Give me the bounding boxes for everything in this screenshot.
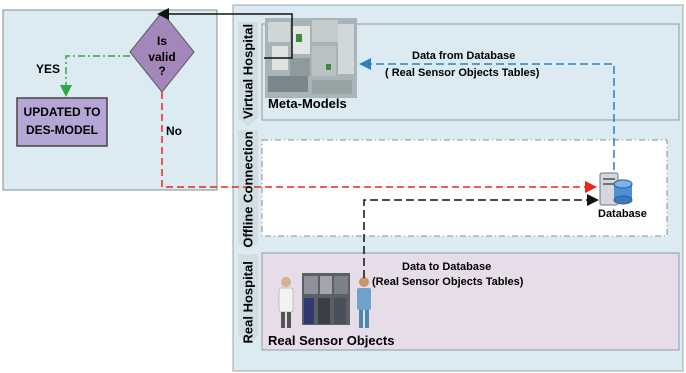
no-label: No	[166, 124, 182, 138]
meta-models-label: Meta-Models	[268, 96, 347, 111]
sensor-objects-image	[278, 273, 371, 328]
lane-label-virtual: Virtual Hospital	[240, 23, 256, 120]
real-lane-chevron	[238, 254, 258, 344]
data-from-db-label-1: Data from Database	[412, 50, 516, 62]
decision-text-line1: Is	[156, 34, 167, 48]
decision-text-line3: ?	[158, 64, 166, 78]
data-to-db-label-1: Data to Database	[402, 261, 492, 273]
database-label: Database	[598, 208, 647, 220]
process-text-line1: UPDATED TO	[23, 105, 101, 119]
real-sensor-objects-label: Real Sensor Objects	[268, 333, 395, 348]
no-arrow	[161, 92, 597, 193]
data-from-db-label-2: ( Real Sensor Objects Tables)	[385, 67, 540, 79]
offline-lane-chevron	[238, 130, 258, 250]
virtual-lane-chevron	[238, 22, 258, 126]
data-to-db-arrow	[363, 194, 599, 278]
feedback-loop-arrow	[157, 8, 293, 59]
data-to-db-label-2: (Real Sensor Objects Tables)	[372, 276, 524, 288]
lane-label-real: Real Hospital	[240, 261, 256, 344]
database-icon	[599, 172, 633, 206]
process-text-line2: DES-MODEL	[26, 123, 98, 137]
lane-label-offline: Offline Connection	[240, 131, 256, 248]
yes-arrow	[60, 55, 130, 97]
process-box	[16, 97, 108, 147]
decision-text-line2: valid	[148, 50, 176, 64]
yes-label: YES	[36, 62, 61, 76]
